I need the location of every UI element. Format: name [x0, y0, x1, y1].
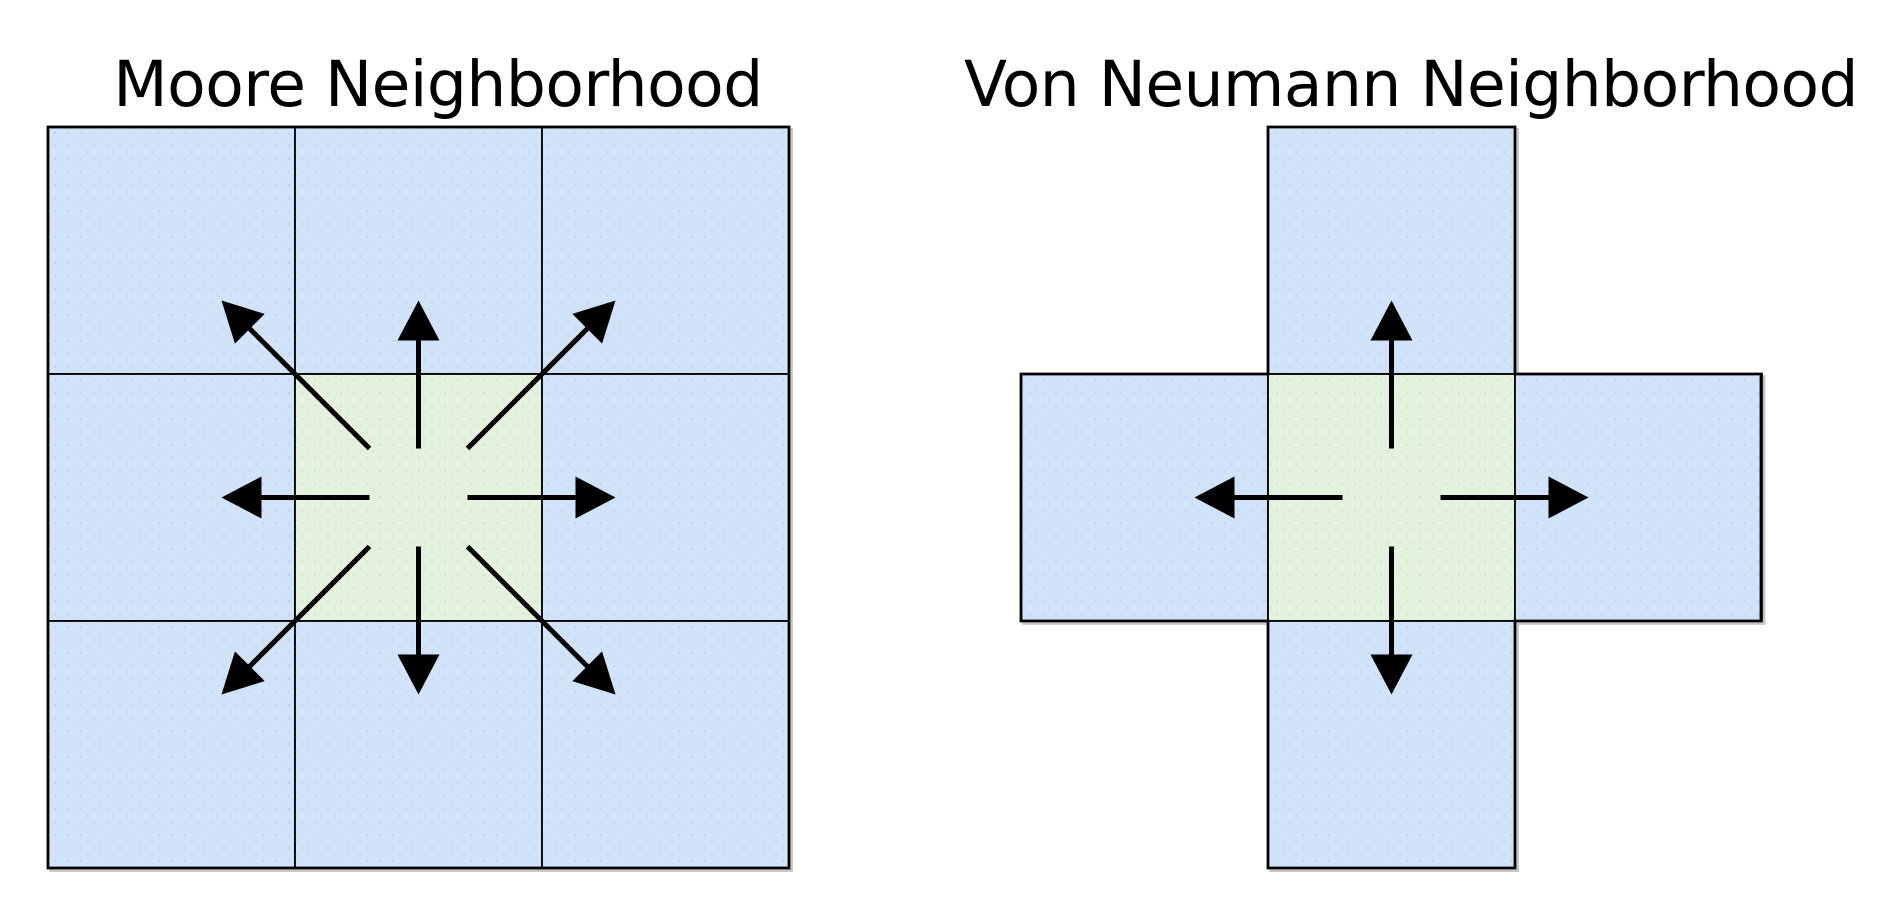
moore-arrow-shaft — [465, 324, 592, 451]
von-neumann-diagram: Von Neumann Neighborhood — [964, 48, 1859, 870]
von-neumann-arrow-head — [1548, 476, 1589, 519]
von-neumann-arrow-head — [1194, 476, 1235, 519]
moore-arrow-shaft — [245, 324, 372, 451]
moore-arrow-head — [575, 476, 616, 519]
moore-arrow-head — [397, 300, 440, 341]
moore-arrow-shaft — [465, 544, 592, 671]
von-neumann-arrows — [1194, 300, 1589, 695]
moore-arrow-head — [572, 651, 616, 695]
moore-title: Moore Neighborhood — [113, 48, 762, 121]
moore-arrow-head — [221, 651, 265, 695]
moore-arrows — [221, 300, 616, 695]
moore-arrow-shaft — [245, 544, 372, 671]
moore-grid — [46, 125, 791, 870]
von-neumann-cross — [1019, 125, 1763, 870]
moore-arrow-head — [572, 300, 616, 344]
moore-arrow-head — [397, 654, 440, 695]
moore-arrow-head — [221, 300, 265, 344]
von-neumann-arrow-head — [1370, 654, 1413, 695]
moore-diagram: Moore Neighborhood — [46, 48, 791, 870]
von-neumann-outline — [1019, 125, 1763, 870]
von-neumann-arrow-head — [1370, 300, 1413, 341]
moore-outline — [46, 125, 791, 870]
von-neumann-title: Von Neumann Neighborhood — [964, 48, 1858, 121]
moore-arrow-head — [221, 476, 262, 519]
